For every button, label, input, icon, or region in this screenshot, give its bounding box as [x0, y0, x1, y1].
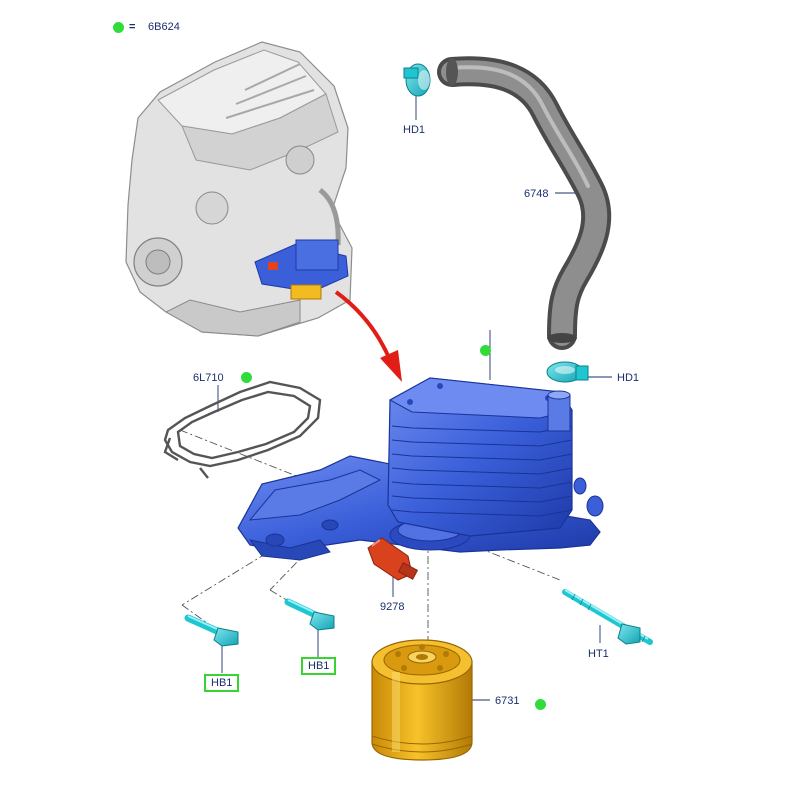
hose-clamp-bottom — [546, 361, 589, 383]
oil-cooler-housing — [237, 377, 604, 561]
coolant-hose — [437, 56, 612, 350]
label-hd1-bottom: HD1 — [617, 372, 640, 384]
label-hd1-top: HD1 — [403, 124, 426, 136]
legend-marker-dot — [113, 22, 124, 33]
hose-clamp-top — [403, 63, 431, 97]
marker-dot-gasket — [241, 372, 252, 383]
bolt-left — [184, 614, 239, 647]
engine-illustration — [125, 41, 353, 337]
bolt-right — [284, 598, 335, 631]
label-6748: 6748 — [524, 188, 549, 200]
stud-bolt — [562, 589, 653, 645]
gasket — [163, 380, 322, 479]
label-6l710: 6L710 — [193, 372, 224, 384]
marker-dot-cooler — [480, 345, 491, 356]
oil-filter — [371, 639, 473, 761]
red-arrow — [334, 290, 402, 382]
label-hb1-left: HB1 — [204, 674, 240, 692]
oil-pressure-sensor — [367, 537, 419, 581]
label-9278: 9278 — [380, 601, 405, 613]
label-ht1: HT1 — [588, 648, 609, 660]
label-6731: 6731 — [495, 695, 520, 707]
marker-dot-filter — [535, 699, 546, 710]
legend-code: 6B624 — [148, 21, 180, 33]
legend-equals: = — [129, 21, 136, 33]
label-hb1-right: HB1 — [301, 657, 337, 675]
